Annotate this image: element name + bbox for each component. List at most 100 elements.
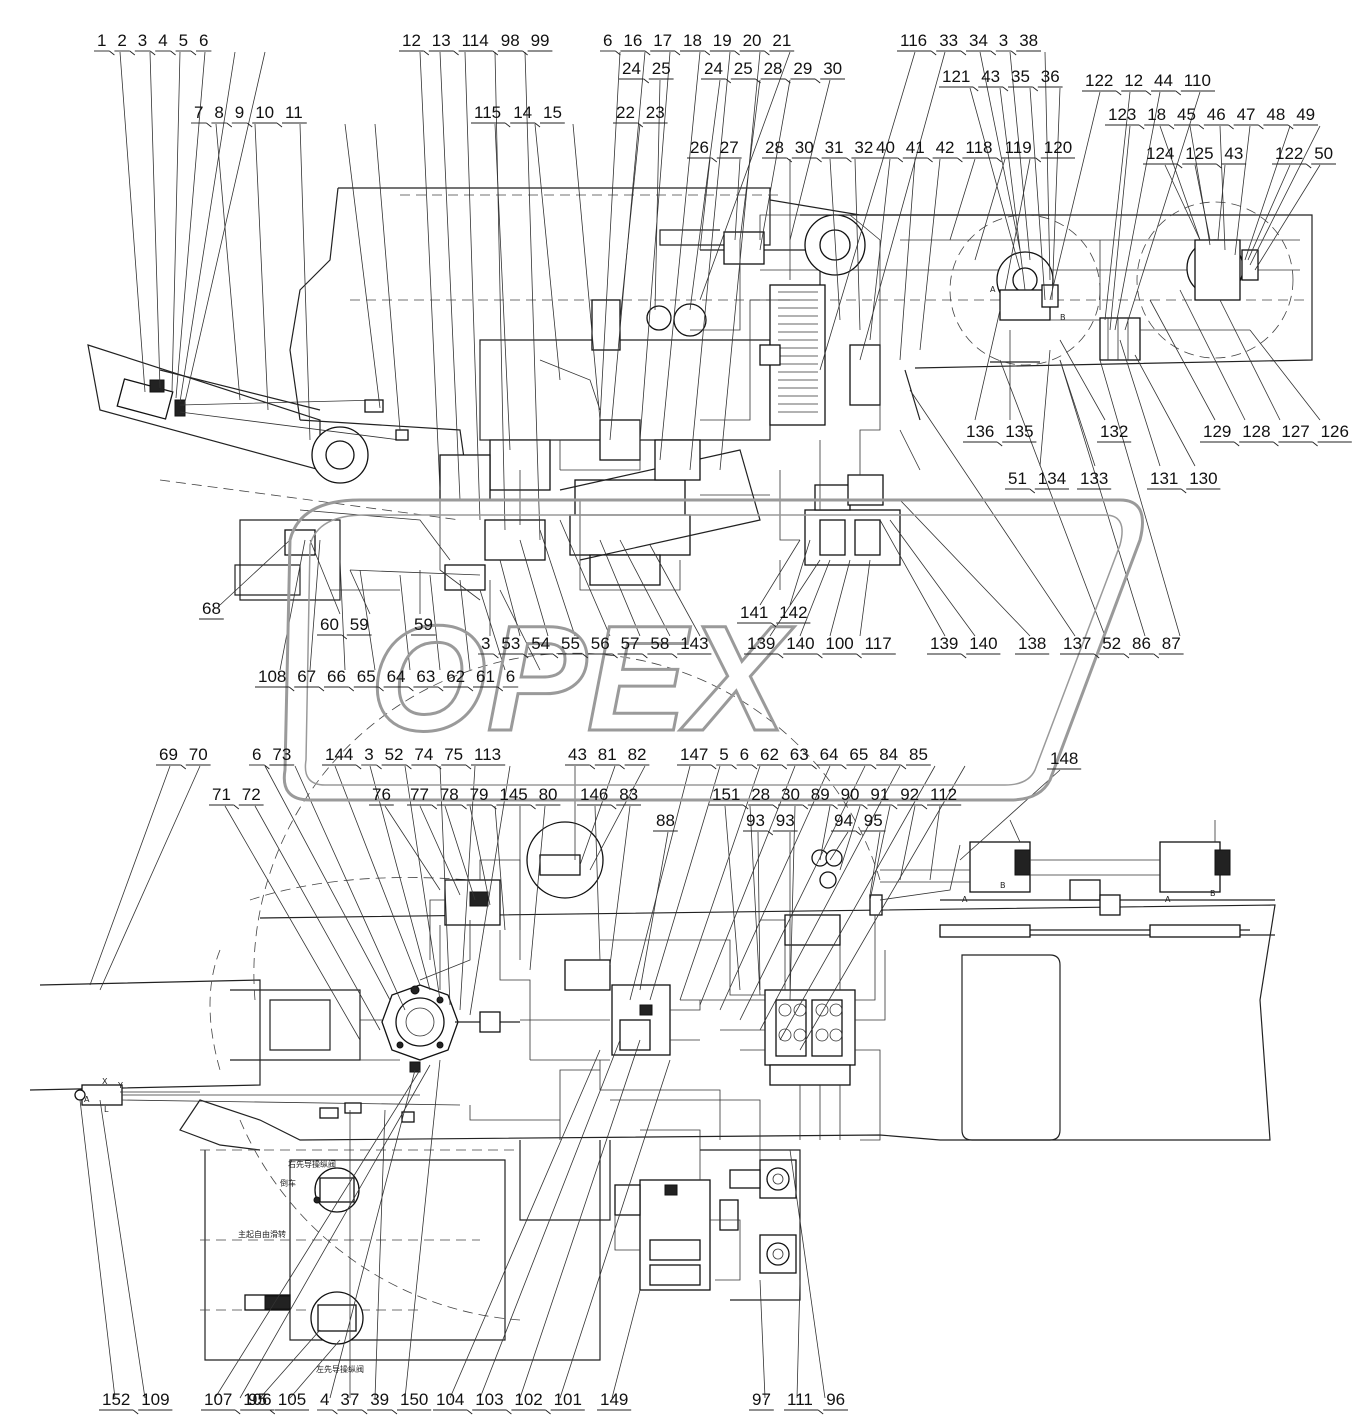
callout-number: 110 <box>1184 71 1211 90</box>
callout-tick <box>814 78 821 84</box>
callout-tick <box>437 686 444 692</box>
callout-number: 82 <box>628 745 647 764</box>
callout-number: 117 <box>865 634 892 653</box>
callout-number: 60 <box>320 615 339 634</box>
callout-tick <box>1138 124 1145 130</box>
callout-tick <box>811 764 817 770</box>
callout-tick <box>190 50 197 56</box>
callout-number: 15 <box>543 103 562 122</box>
callout-number: 3 <box>481 634 490 653</box>
callout-tick <box>996 441 1003 447</box>
callout-number: 128 <box>1242 422 1270 441</box>
callout-number: 98 <box>501 31 520 50</box>
callout-number: 19 <box>713 31 732 50</box>
callout-tick <box>530 804 536 810</box>
port-a-label: A <box>84 1095 90 1104</box>
callout-number: 8 <box>214 103 223 122</box>
callout-number: 95 <box>248 1390 267 1409</box>
callout-tick <box>610 804 617 810</box>
callout-number: 101 <box>554 1390 582 1409</box>
callout-tick <box>643 78 650 84</box>
callout-tick <box>1176 163 1183 169</box>
callout-number: 130 <box>1189 469 1217 488</box>
callout-number: 47 <box>1237 105 1256 124</box>
callout-tick <box>644 50 651 56</box>
cab-platform <box>559 231 765 586</box>
callout-number: 57 <box>621 634 640 653</box>
callout-tick <box>170 50 176 56</box>
callout-number: 93 <box>776 811 795 830</box>
outrigger-valves <box>811 819 1250 938</box>
callout-tick <box>466 1409 473 1415</box>
outrigger2-port-b-label: B <box>1210 889 1216 898</box>
callout-number: 96 <box>826 1390 845 1409</box>
callout-number: 95 <box>864 811 883 830</box>
callout-tick <box>534 122 541 128</box>
callout-tick <box>504 122 511 128</box>
callout-tick <box>711 157 718 163</box>
callout-number: 43 <box>1224 144 1243 163</box>
callout-tick <box>234 1409 241 1415</box>
callout-tick <box>642 653 648 659</box>
callout-number: 141 <box>740 603 768 622</box>
callout-tick <box>1168 124 1175 130</box>
right-pilot-valve-label: 右先导操纵阀 <box>288 1159 336 1169</box>
callout-number: 3 <box>364 745 373 764</box>
callout-tick <box>781 764 788 770</box>
callout-tick <box>1305 163 1312 169</box>
callout-tick <box>552 653 559 659</box>
callout-tick <box>870 764 877 770</box>
callout-number: 25 <box>652 59 671 78</box>
callout-tick <box>927 157 933 163</box>
callout-number: 6 <box>199 31 208 50</box>
callout-number: 105 <box>278 1390 306 1409</box>
callout-number: 45 <box>1177 105 1196 124</box>
callout-tick <box>891 804 898 810</box>
callout-number: 89 <box>811 785 830 804</box>
callout-number: 139 <box>747 634 775 653</box>
callout-number: 81 <box>598 745 617 764</box>
callout-number: 2 <box>117 31 126 50</box>
callout-number: 134 <box>1038 469 1066 488</box>
lower-front-cylinder <box>74 1084 461 1123</box>
callout-number: 28 <box>765 138 784 157</box>
callout-tick <box>149 50 156 56</box>
callout-tick <box>288 686 295 692</box>
callout-tick <box>786 157 793 163</box>
callout-number: 114 <box>462 31 489 50</box>
callout-number: 36 <box>1041 67 1060 86</box>
callout-number: 149 <box>600 1390 628 1409</box>
callout-tick <box>772 804 779 810</box>
callout-number: 64 <box>820 745 839 764</box>
callout-tick <box>378 686 384 692</box>
callout-number: 4 <box>158 31 167 50</box>
callout-tick <box>710 764 717 770</box>
callout-tick <box>492 50 499 56</box>
callout-tick <box>1035 157 1042 163</box>
callout-number: 102 <box>514 1390 542 1409</box>
callout-tick <box>1153 653 1160 659</box>
callout-number: 24 <box>704 59 723 78</box>
lower-control-valve-stack <box>614 1179 741 1291</box>
cylinder-reverse-label: 倒车 <box>280 1178 296 1188</box>
callout-number: 44 <box>1154 71 1173 90</box>
callout-number: 122 <box>1275 144 1303 163</box>
callout-number: 62 <box>760 745 779 764</box>
callout-number: 151 <box>712 785 740 804</box>
callout-number: 70 <box>189 745 208 764</box>
callout-tick <box>841 764 847 770</box>
callout-tick <box>734 50 740 56</box>
callout-tick <box>960 50 967 56</box>
slewing-bearing <box>239 652 881 1321</box>
callout-tick <box>522 653 529 659</box>
